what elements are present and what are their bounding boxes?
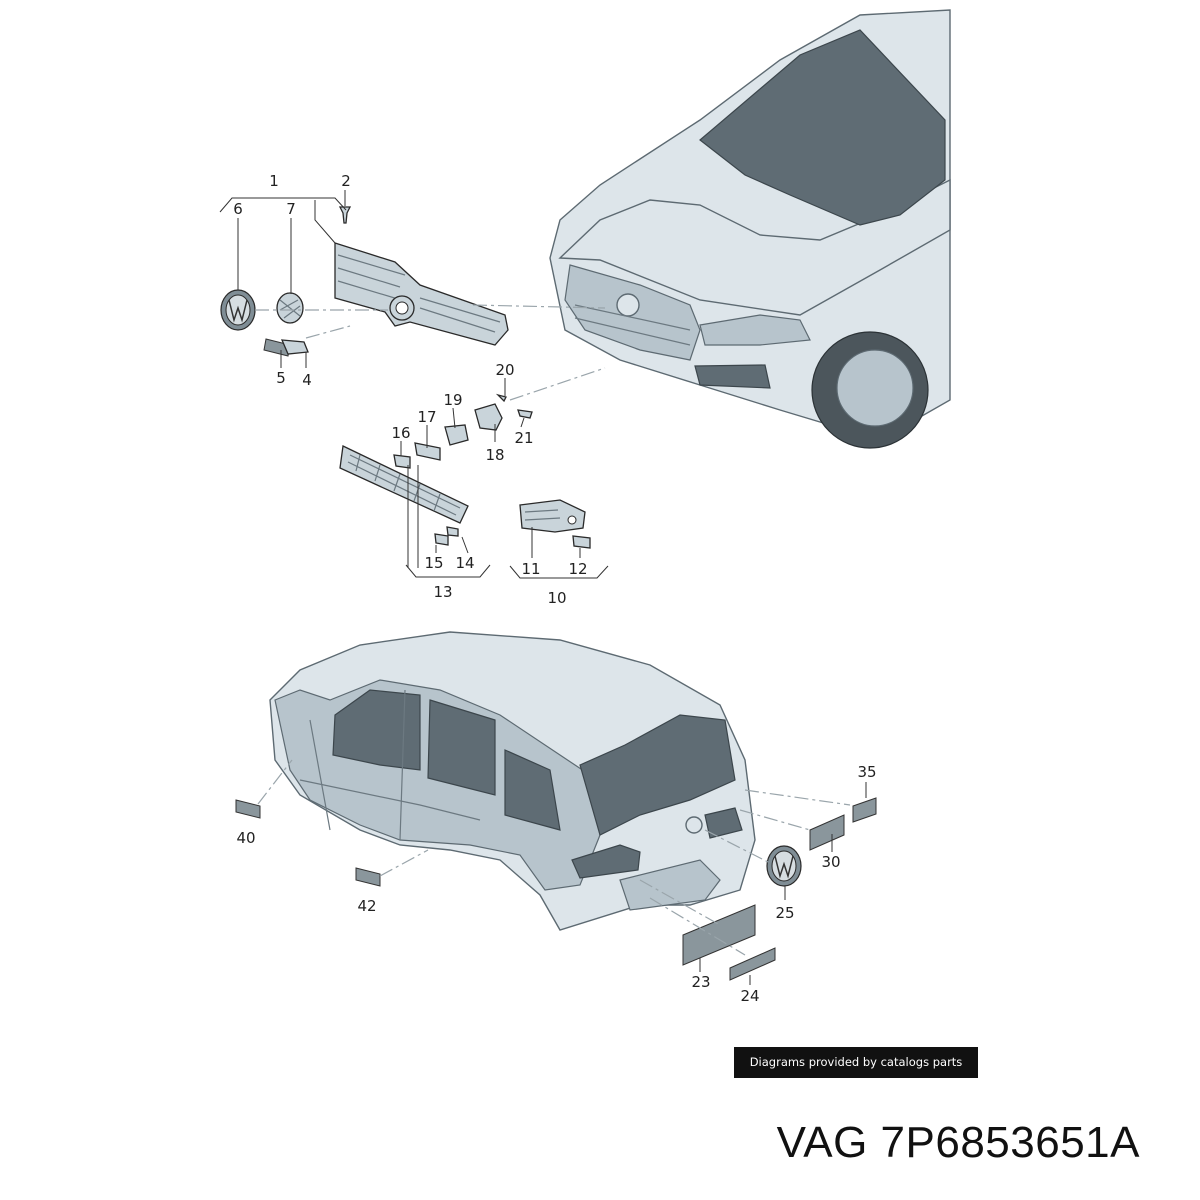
callout-18: 18 bbox=[485, 446, 504, 464]
callout-15: 15 bbox=[424, 554, 443, 572]
small-brackets bbox=[263, 338, 309, 357]
callout-23: 23 bbox=[691, 973, 710, 991]
callout-10: 10 bbox=[547, 589, 566, 607]
leader-line bbox=[219, 197, 347, 213]
callout-42: 42 bbox=[357, 897, 376, 915]
connector-line bbox=[639, 879, 721, 926]
callout-12: 12 bbox=[568, 560, 587, 578]
connector-line bbox=[379, 849, 429, 877]
callout-17: 17 bbox=[417, 408, 436, 426]
lower-grille bbox=[339, 445, 469, 524]
leader-line bbox=[520, 417, 525, 428]
connector-line bbox=[744, 789, 851, 806]
connector-line bbox=[509, 367, 606, 401]
callout-14: 14 bbox=[455, 554, 474, 572]
callout-19: 19 bbox=[443, 391, 462, 409]
leader-line bbox=[509, 565, 609, 579]
credit-text: Diagrams provided by catalogs parts bbox=[749, 1055, 963, 1069]
rear-emblems-and-plates bbox=[235, 797, 877, 981]
connector-line bbox=[704, 829, 769, 863]
callout-40: 40 bbox=[236, 829, 255, 847]
callout-20: 20 bbox=[495, 361, 514, 379]
callout-11: 11 bbox=[521, 560, 540, 578]
credit-banner bbox=[734, 1047, 978, 1078]
connector-line bbox=[257, 759, 293, 805]
callout-13: 13 bbox=[433, 583, 452, 601]
leader-line bbox=[452, 407, 456, 429]
callout-16: 16 bbox=[391, 424, 410, 442]
callout-6: 6 bbox=[233, 200, 243, 218]
callout-1: 1 bbox=[269, 172, 279, 190]
connector-line bbox=[305, 325, 351, 339]
callout-21: 21 bbox=[514, 429, 533, 447]
callout-24: 24 bbox=[740, 987, 759, 1005]
leader-line bbox=[314, 200, 336, 244]
fog-light-grille bbox=[519, 499, 586, 533]
callout-7: 7 bbox=[286, 200, 296, 218]
leader-line bbox=[405, 564, 491, 578]
part-reference-title: VAG 7P6853651A bbox=[776, 1118, 1140, 1167]
callout-5: 5 bbox=[276, 369, 286, 387]
callout-30: 30 bbox=[821, 853, 840, 871]
callout-4: 4 bbox=[302, 371, 312, 389]
emblem-carrier bbox=[276, 292, 304, 324]
connector-line bbox=[649, 897, 746, 956]
connector-line bbox=[739, 809, 811, 831]
callout-labels: 1 2 6 7 5 4 20 19 17 16 21 18 15 14 13 1… bbox=[233, 172, 876, 1005]
rear-car-illustration bbox=[269, 631, 756, 931]
front-car-illustration bbox=[549, 9, 951, 449]
callout-2: 2 bbox=[341, 172, 351, 190]
sensor-holder-parts bbox=[393, 393, 533, 469]
leader-line bbox=[461, 536, 469, 554]
front-grille-assembly bbox=[334, 242, 509, 346]
callout-35: 35 bbox=[857, 763, 876, 781]
clip-screw bbox=[338, 206, 352, 224]
connector-line bbox=[472, 304, 606, 309]
callout-25: 25 bbox=[775, 904, 794, 922]
lower-clips bbox=[434, 526, 591, 549]
leader-line bbox=[407, 465, 419, 568]
vw-emblem-front bbox=[220, 289, 256, 331]
